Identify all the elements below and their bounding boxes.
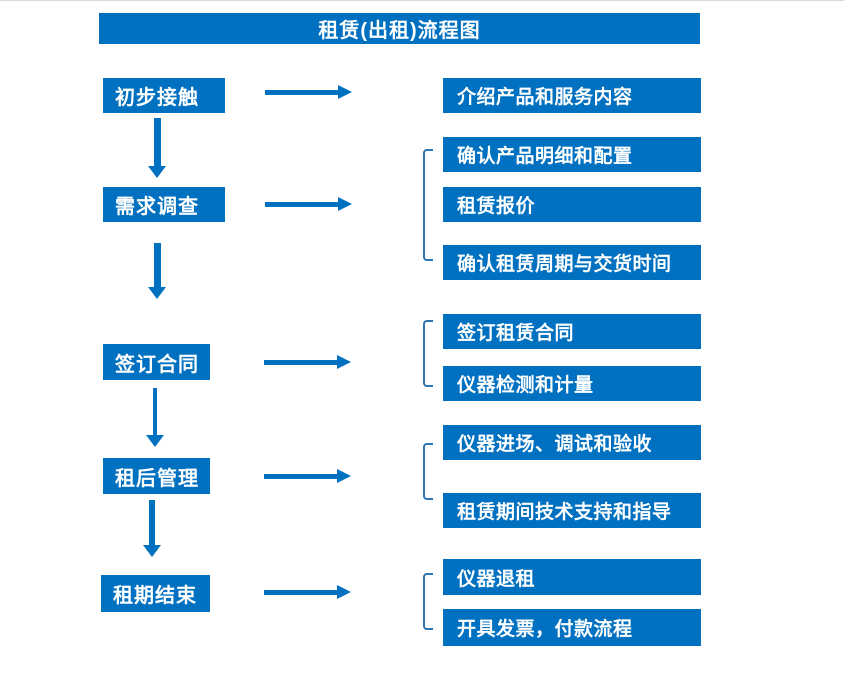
output-label: 租赁期间技术支持和指导 — [457, 502, 672, 523]
step-label: 租后管理 — [115, 467, 199, 490]
group-bracket — [423, 443, 433, 500]
arrow-right-icon — [265, 85, 352, 99]
arrow-down-icon — [148, 243, 166, 299]
output-box-confirm-period-delivery: 确认租赁周期与交货时间 — [443, 245, 701, 280]
arrow-shaft — [264, 359, 337, 365]
output-label: 仪器退租 — [457, 568, 536, 590]
step-box-initial-contact: 初步接触 — [103, 78, 225, 113]
group-bracket — [423, 149, 433, 261]
step-label: 初步接触 — [115, 87, 199, 109]
arrow-shaft — [265, 89, 338, 95]
step-box-post-rental-management: 租后管理 — [103, 458, 210, 494]
arrow-head — [148, 166, 166, 178]
output-label: 仪器检测和计量 — [457, 375, 594, 396]
output-label: 仪器进场、调试和验收 — [457, 434, 653, 455]
arrow-shaft — [153, 388, 157, 435]
arrow-right-icon — [264, 355, 351, 369]
step-label: 签订合同 — [115, 353, 199, 376]
output-label: 确认租赁周期与交货时间 — [457, 254, 672, 275]
output-label: 租赁报价 — [457, 196, 536, 217]
output-box-rental-quote: 租赁报价 — [443, 187, 701, 222]
title-bar: 租赁(出租)流程图 — [99, 13, 700, 44]
arrow-shaft — [264, 589, 337, 595]
arrow-shaft — [264, 473, 337, 479]
arrow-shaft — [149, 500, 155, 545]
step-box-lease-end: 租期结束 — [101, 575, 210, 612]
arrow-right-icon — [264, 469, 351, 483]
output-label: 介绍产品和服务内容 — [457, 87, 633, 108]
output-label: 签订租赁合同 — [457, 323, 575, 344]
output-box-confirm-product-details: 确认产品明细和配置 — [443, 137, 701, 172]
arrow-shaft — [153, 118, 161, 166]
step-box-demand-survey: 需求调查 — [103, 187, 225, 222]
group-bracket — [423, 320, 433, 387]
output-box-instrument-testing: 仪器检测和计量 — [443, 366, 701, 401]
arrow-head — [143, 545, 161, 557]
arrow-down-icon — [143, 500, 161, 557]
group-bracket — [423, 573, 433, 630]
arrow-head — [148, 287, 166, 299]
output-box-intro-products-services: 介绍产品和服务内容 — [443, 78, 701, 113]
arrow-right-icon — [265, 197, 352, 211]
step-label: 需求调查 — [115, 196, 199, 218]
arrow-head — [337, 469, 351, 483]
arrow-head — [337, 355, 351, 369]
page-top-border — [0, 0, 844, 1]
output-label: 开具发票，付款流程 — [457, 619, 633, 640]
output-box-instrument-setup-acceptance: 仪器进场、调试和验收 — [443, 425, 701, 460]
arrow-down-icon — [146, 388, 164, 447]
output-box-sign-rental-contract: 签订租赁合同 — [443, 314, 701, 349]
arrow-head — [338, 197, 352, 211]
step-box-sign-contract: 签订合同 — [103, 344, 210, 380]
arrow-head — [337, 585, 351, 599]
arrow-shaft — [265, 201, 338, 207]
output-box-instrument-return: 仪器退租 — [443, 559, 701, 595]
step-label: 租期结束 — [113, 585, 197, 607]
arrow-shaft — [153, 243, 161, 287]
output-box-invoice-payment: 开具发票，付款流程 — [443, 609, 701, 646]
arrow-head — [146, 435, 164, 447]
output-box-tech-support: 租赁期间技术支持和指导 — [443, 493, 701, 528]
arrow-down-icon — [148, 118, 166, 178]
arrow-head — [338, 85, 352, 99]
arrow-right-icon — [264, 585, 351, 599]
output-label: 确认产品明细和配置 — [457, 146, 633, 167]
page-title: 租赁(出租)流程图 — [318, 20, 481, 42]
